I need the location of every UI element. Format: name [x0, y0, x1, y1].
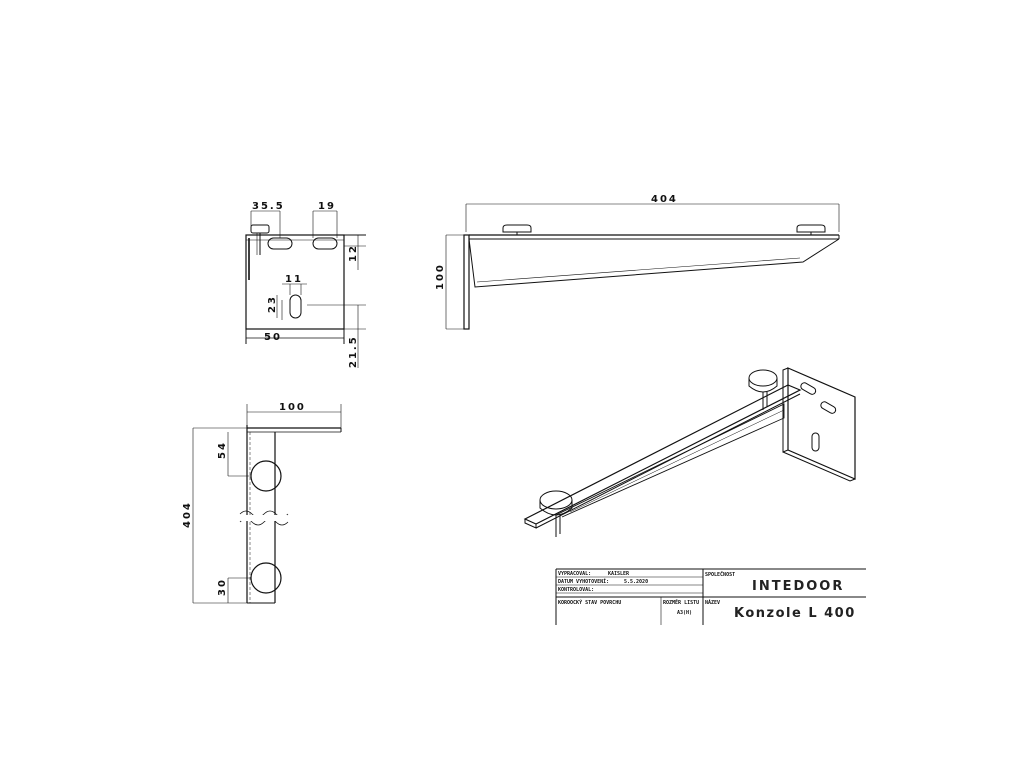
- dim-top-100: 100: [279, 402, 306, 413]
- front-slot-right: [312, 237, 338, 250]
- tb-sheet-size-label: ROZMĚR LISTU: [663, 598, 699, 606]
- tb-surface-label: KOROOCKÝ STAV POVRCHU: [558, 599, 621, 606]
- top-knob-1: [250, 460, 282, 492]
- tb-company-label: SPOLEČNOST: [705, 571, 735, 578]
- tb-checked-label: KONTROLOVAL:: [558, 587, 594, 593]
- side-view: [445, 203, 840, 330]
- iso-arm: [523, 384, 802, 525]
- dim-front-21-5: 21.5: [348, 335, 359, 368]
- dim-front-12: 12: [348, 244, 359, 262]
- tb-sheet-size-value: A3(H): [677, 610, 692, 616]
- tb-name-value: Konzole L 400: [734, 606, 856, 621]
- tb-drawn-by-value: KAISLER: [608, 571, 630, 577]
- dim-front-23: 23: [267, 295, 278, 313]
- front-slot-left: [267, 237, 293, 250]
- side-rib: [468, 238, 840, 288]
- iso-wall-plate: [787, 367, 856, 480]
- front-view: [245, 210, 366, 368]
- dim-side-404: 404: [651, 194, 678, 205]
- dim-top-404: 404: [182, 501, 193, 528]
- dim-front-11: 11: [285, 274, 303, 285]
- isometric-view: [523, 367, 856, 537]
- dim-side-100: 100: [435, 263, 446, 290]
- tb-date-value: 5.5.2020: [624, 579, 648, 585]
- dim-top-54: 54: [217, 441, 228, 459]
- dim-front-35-5: 35.5: [252, 201, 285, 212]
- tb-drawn-by-label: VYPRACOVAL:: [558, 571, 591, 577]
- dim-front-19: 19: [318, 201, 336, 212]
- top-view: [192, 404, 342, 604]
- tb-date-label: DATUM VYHOTOVENÍ:: [558, 577, 609, 585]
- front-slot-vertical: [289, 294, 302, 319]
- dim-front-50: 50: [264, 332, 282, 343]
- side-wall-plate: [463, 234, 470, 330]
- top-knob-2: [250, 562, 282, 594]
- tb-company-value: INTEDOOR: [752, 579, 844, 594]
- tb-name-label: NÁZEV: [705, 599, 720, 606]
- title-block: [555, 568, 866, 625]
- dim-top-30: 30: [217, 578, 228, 596]
